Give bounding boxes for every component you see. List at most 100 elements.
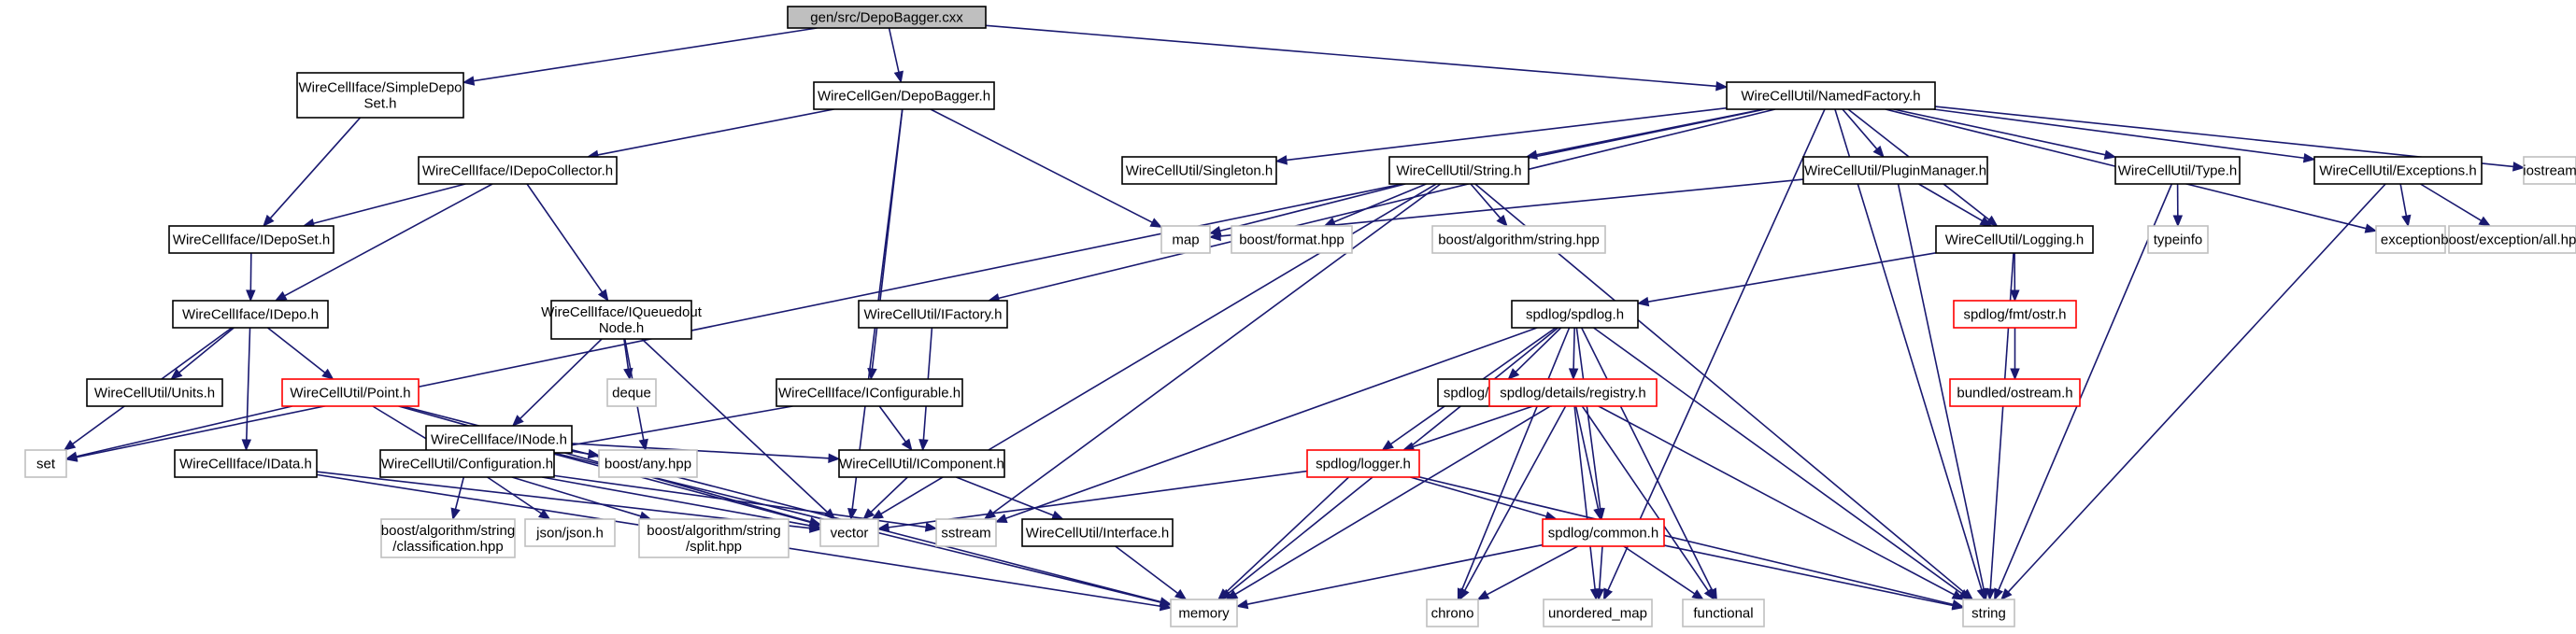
node-string: string (1962, 599, 2015, 627)
node-label: spdlog/details/registry.h (1500, 386, 1645, 402)
node-label: vector (831, 526, 869, 542)
edge-common_h-to-string (1663, 544, 1954, 607)
node-label: gen/src/DepoBagger.cxx (810, 10, 963, 26)
arrowhead-registry_h-to-memory (1225, 589, 1239, 600)
node-box (1953, 300, 2077, 329)
node-namedfactory[interactable]: WireCellUtil/NamedFactory.h (1726, 81, 1936, 110)
node-label: spdlog/common.h (1548, 526, 1658, 542)
arrowhead-namedfactory-to-exception (2364, 223, 2378, 233)
node-label: set (36, 457, 56, 472)
node-boost_algo_string: boost/algorithm/string.hpp (1431, 225, 1606, 254)
node-box (1431, 225, 1606, 254)
node-pluginmanager[interactable]: WireCellUtil/PluginManager.h (1802, 156, 1988, 185)
node-common_h[interactable]: spdlog/common.h (1542, 518, 1665, 547)
node-label: WireCellUtil/Exceptions.h (2319, 163, 2476, 179)
node-ifactory[interactable]: WireCellUtil/IFactory.h (858, 300, 1008, 329)
edge-namedfactory-to-exceptions_h (1933, 108, 2305, 160)
edge-logger_h-to-string (1418, 476, 1954, 606)
node-exception: exception (2375, 225, 2446, 254)
node-label: WireCellIface/IDepo.h (182, 307, 319, 323)
node-exceptions_h[interactable]: WireCellUtil/Exceptions.h (2313, 156, 2483, 185)
node-box (1021, 518, 1174, 547)
node-idepo[interactable]: WireCellIface/IDepo.h (172, 300, 329, 329)
node-units_h[interactable]: WireCellUtil/Units.h (86, 378, 223, 407)
node-idepset[interactable]: WireCellIface/IDepoSet.h (168, 225, 334, 254)
node-bundled_ostream[interactable]: bundled/ostream.h (1949, 378, 2081, 407)
arrowhead-idata-to-memory (1159, 601, 1173, 612)
edge-icomponent-to-vector (870, 476, 908, 513)
node-logger_h[interactable]: spdlog/logger.h (1306, 449, 1420, 478)
node-interface_h[interactable]: WireCellUtil/Interface.h (1021, 518, 1174, 547)
edge-iconfigurable-to-configuration_h (553, 405, 793, 449)
edge-exceptions_h-to-exception (2399, 183, 2408, 217)
node-map: map (1160, 225, 1211, 254)
arrowhead-fmt_ostr-to-bundled_ostream (2010, 368, 2020, 381)
arrowhead-pluginmanager-to-map (1208, 231, 1221, 242)
edge-common_h-to-chrono (1487, 545, 1579, 596)
node-string_h[interactable]: WireCellUtil/String.h (1388, 156, 1530, 185)
edge-exceptions_h-to-boost_exception (2420, 183, 2482, 221)
node-point_h[interactable]: WireCellUtil/Point.h (281, 378, 420, 407)
arrowhead-configuration_h-to-sstream (924, 522, 938, 532)
node-logging_h[interactable]: WireCellUtil/Logging.h (1935, 225, 2094, 254)
node-spdlog_h[interactable]: spdlog/spdlog.h (1511, 300, 1639, 329)
edge-idepset-to-idepo (249, 252, 252, 291)
node-box (1949, 378, 2081, 407)
nodes-layer: gen/src/DepoBagger.cxxWireCellIface/Simp… (24, 6, 2576, 627)
node-box (776, 378, 963, 407)
arrowhead-simpledepo-to-idepset (263, 214, 275, 227)
node-box (1511, 300, 1639, 329)
node-label: boost/format.hpp (1239, 232, 1345, 248)
node-registry_h[interactable]: spdlog/details/registry.h (1488, 378, 1658, 407)
arrowhead-registry_h-to-chrono (1459, 587, 1470, 601)
edge-string_h-to-boost_format (1333, 183, 1427, 223)
arrowhead-type_h-to-typeinfo (2172, 215, 2184, 228)
node-root[interactable]: gen/src/DepoBagger.cxx (787, 6, 987, 29)
arrowhead-iconfigurable-to-icomponent (901, 438, 913, 452)
edge-registry_h-to-memory (1234, 405, 1551, 596)
node-type_h[interactable]: WireCellUtil/Type.h (2114, 156, 2241, 185)
node-configuration_h[interactable]: WireCellUtil/Configuration.h (379, 449, 555, 478)
arrowhead-exceptions_h-to-boost_exception (2478, 216, 2492, 227)
edge-configuration_h-to-boost_split (511, 476, 642, 517)
node-idata[interactable]: WireCellIface/IData.h (174, 449, 318, 478)
edge-common_h-to-memory (1246, 543, 1544, 605)
arrowhead-namedfactory-to-iostream (2512, 162, 2526, 172)
node-label: WireCellUtil/Units.h (94, 386, 215, 402)
node-depobagger_h[interactable]: WireCellGen/DepoBagger.h (813, 81, 995, 110)
arrowhead-string_h-to-boost_algo_string (1496, 214, 1508, 227)
node-iostream: iostream (2523, 156, 2576, 185)
arrowhead-registry_h-to-common_h (1593, 507, 1603, 521)
node-box (281, 378, 420, 407)
node-label: WireCellUtil/Logging.h (1945, 232, 2084, 248)
arrowhead-type_h-to-string (1994, 587, 2004, 601)
edge-root-to-simpledepo (473, 27, 818, 82)
node-icomponent[interactable]: WireCellUtil/IComponent.h (838, 449, 1005, 478)
edge-spdlog_h-to-spdlog_version (1515, 327, 1562, 373)
node-sstream: sstream (935, 518, 997, 547)
node-label: WireCellIface/IData.h (179, 457, 312, 472)
node-label: boost/algorithm/string (647, 523, 780, 539)
node-iconfigurable[interactable]: WireCellIface/IConfigurable.h (776, 378, 963, 407)
node-box (1542, 518, 1665, 547)
node-box (1726, 81, 1936, 110)
node-fmt_ostr[interactable]: spdlog/fmt/ostr.h (1953, 300, 2077, 329)
arrowhead-exceptions_h-to-exception (2401, 214, 2412, 228)
node-idepocollector[interactable]: WireCellIface/IDepoCollector.h (418, 156, 618, 185)
arrowhead-depobagger_h-to-vector (847, 507, 858, 521)
node-inode[interactable]: WireCellIface/INode.h (425, 425, 573, 454)
node-box (838, 449, 1005, 478)
edge-common_h-to-unordered_map (1598, 545, 1603, 590)
arrowhead-root-to-namedfactory (1715, 81, 1729, 92)
node-label: boost/algorithm/string (381, 523, 515, 539)
node-label: WireCellUtil/String.h (1396, 163, 1521, 179)
edge-idepocollector-to-iqueuedout (526, 183, 604, 293)
node-label: map (1172, 232, 1199, 248)
node-boost_classification: boost/algorithm/string/classification.hp… (380, 518, 516, 558)
node-box (379, 449, 555, 478)
node-singleton[interactable]: WireCellUtil/Singleton.h (1121, 156, 1277, 185)
edge-configuration_h-to-json_h (487, 476, 542, 514)
node-label: WireCellUtil/Interface.h (1026, 526, 1169, 542)
